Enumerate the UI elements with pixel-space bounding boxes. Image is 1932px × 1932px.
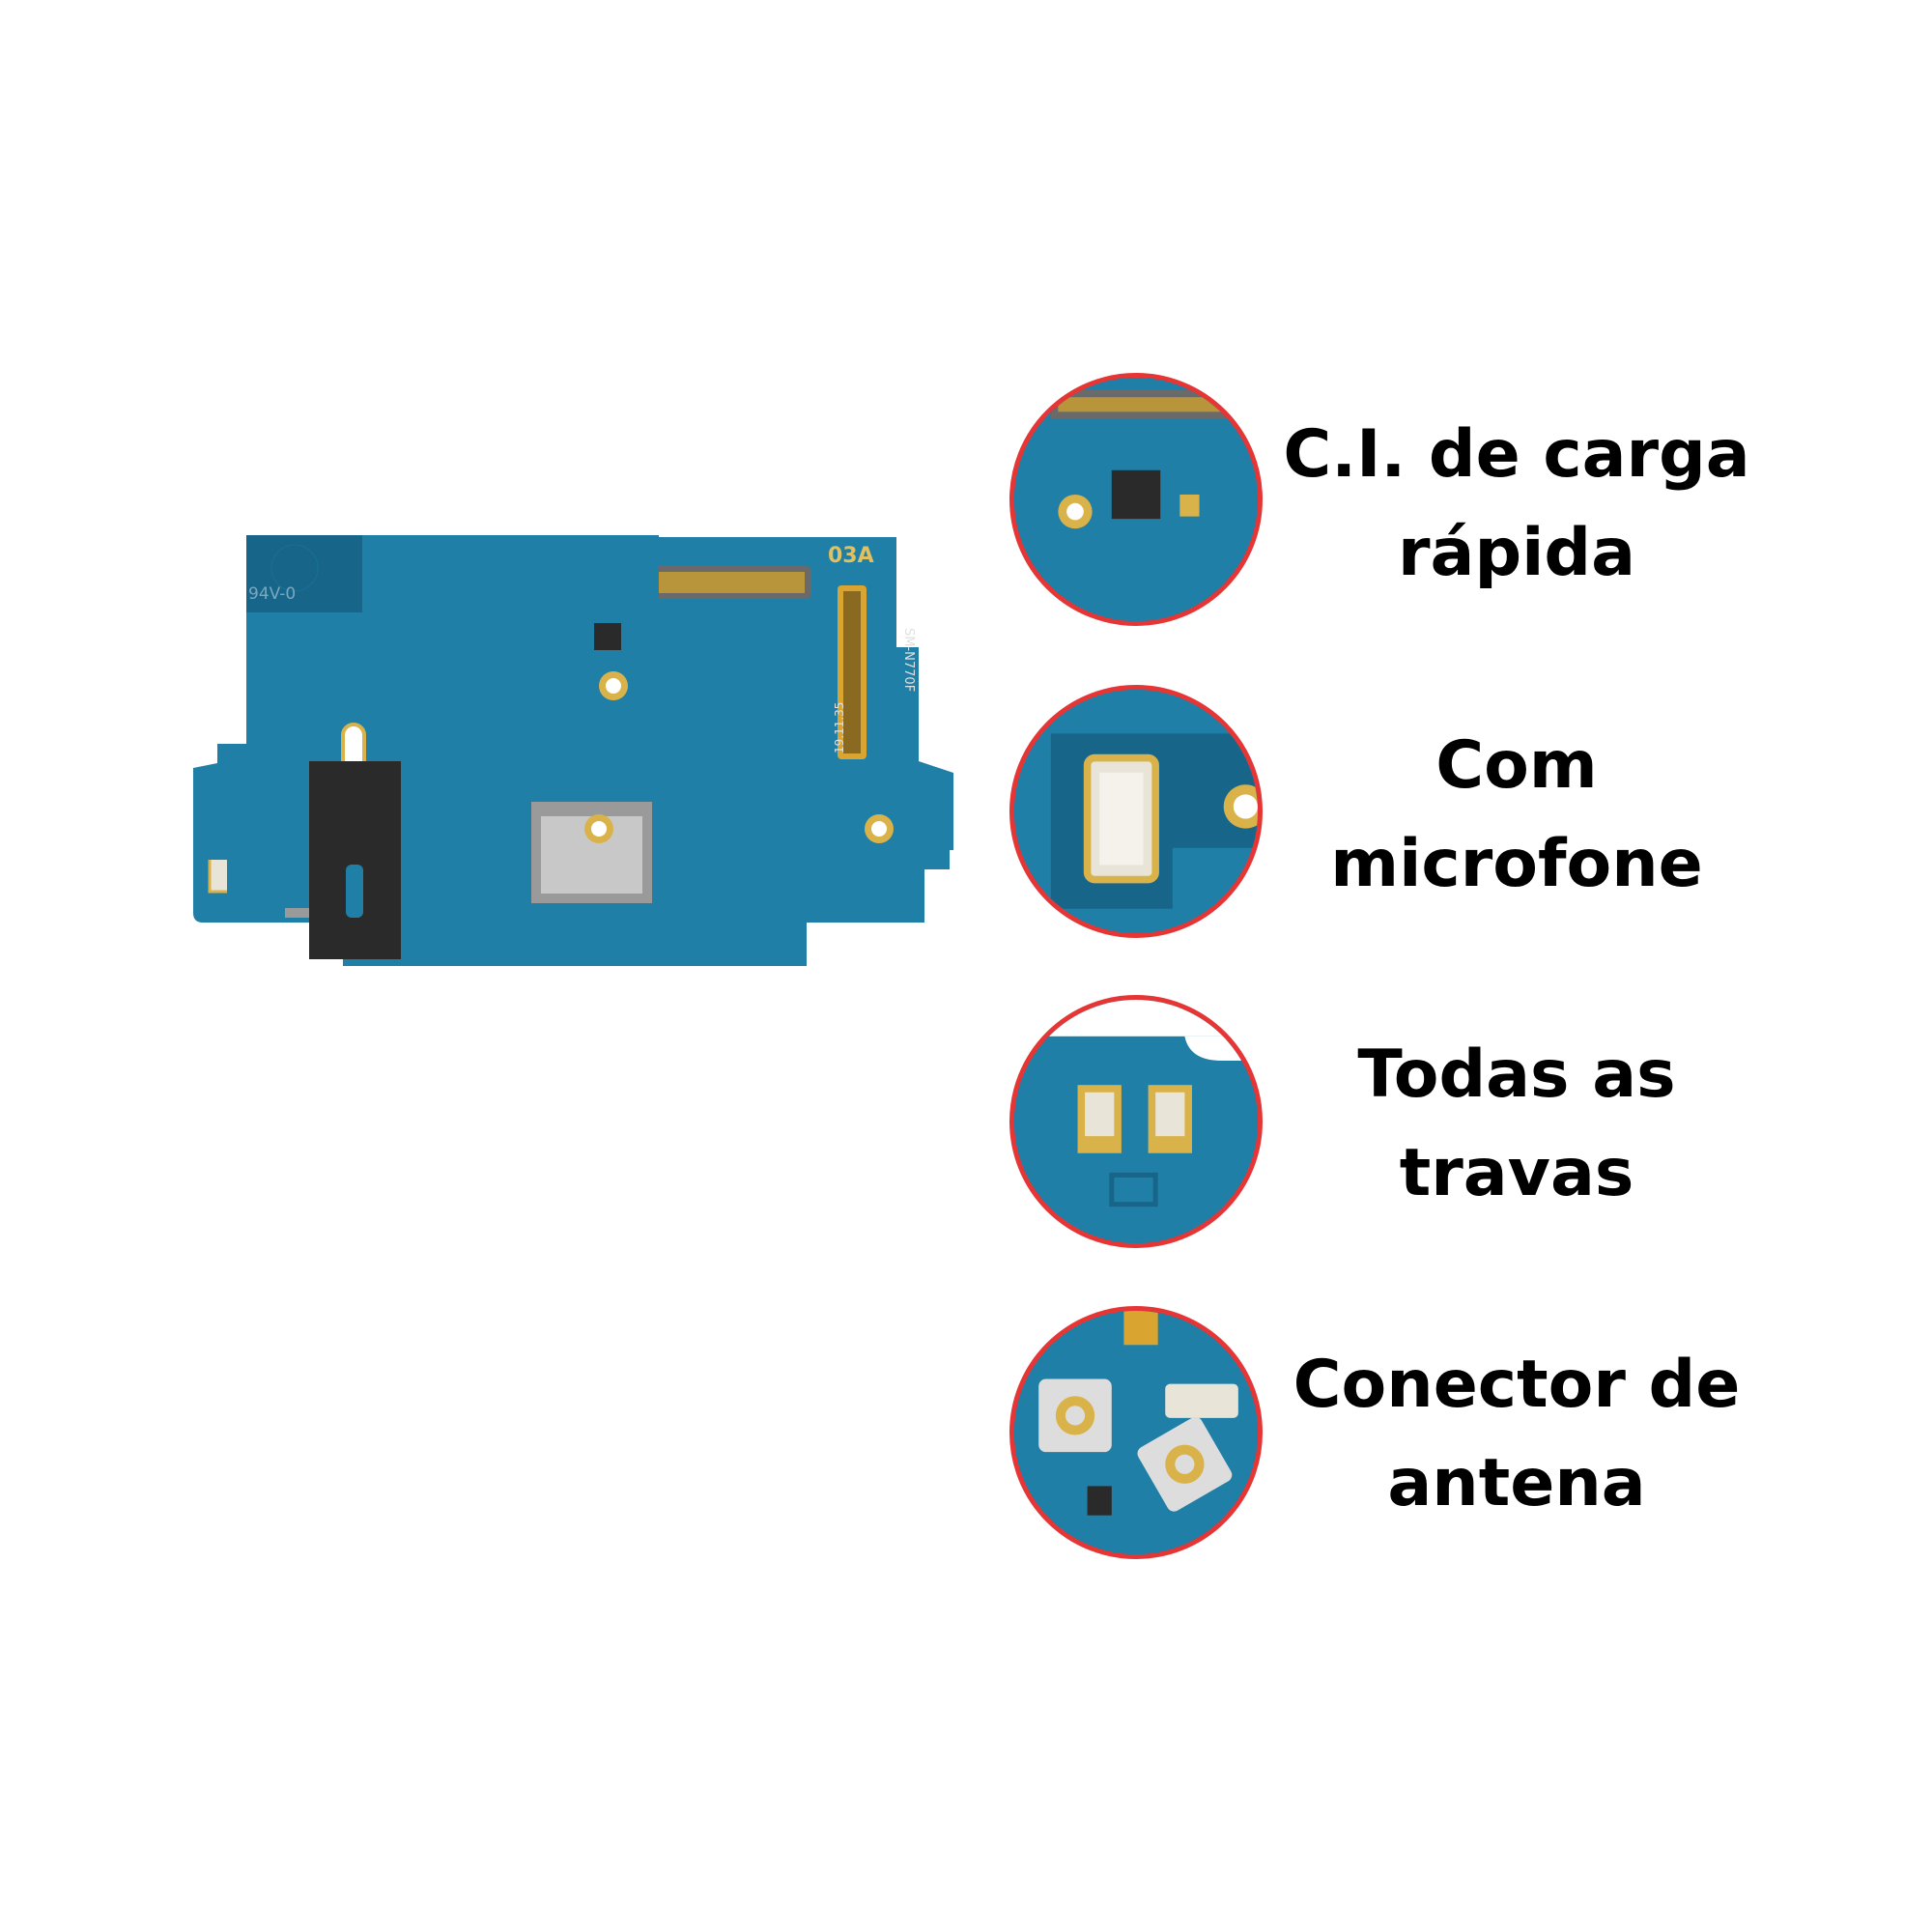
feature-label-latches: Todas as travas — [1275, 1026, 1758, 1223]
microphone-icon — [1014, 690, 1258, 933]
board-rating: 94V-0 — [248, 584, 296, 604]
bottom-board: 94V-0 — [193, 535, 950, 966]
feature-text-line: C.I. de carga — [1283, 416, 1750, 493]
chip-icon — [1014, 378, 1258, 621]
feature-text-line: antena — [1387, 1445, 1646, 1521]
charging-board-photo: 03A SM-N770F 19.11.35 94V-0 — [188, 531, 980, 1401]
latches-closeup — [1009, 995, 1263, 1248]
feature-text-line: Todas as — [1357, 1037, 1676, 1113]
board-code-03a: 03A — [828, 544, 874, 568]
feature-text-line: travas — [1399, 1135, 1634, 1211]
charging-ic-closeup — [1009, 373, 1263, 626]
latch-icon — [1014, 1000, 1258, 1243]
feature-label-antenna: Conector de antena — [1275, 1336, 1758, 1533]
board-date: 19.11.35 — [833, 702, 846, 753]
microphone-closeup — [1009, 685, 1263, 938]
feature-label-charging-ic: C.I. de carga rápida — [1275, 406, 1758, 603]
antenna-connector-icon — [1014, 1311, 1258, 1554]
feature-text-line: microfone — [1330, 826, 1703, 902]
pcb-illustration: 03A SM-N770F 19.11.35 94V-0 — [193, 535, 953, 966]
feature-text-line: Com — [1435, 727, 1598, 804]
feature-label-microphone: Com microfone — [1275, 717, 1758, 914]
board-model: SM-N770F — [901, 628, 916, 692]
feature-text-line: Conector de — [1293, 1347, 1741, 1423]
antenna-connector-closeup — [1009, 1306, 1263, 1559]
feature-text-line: rápida — [1398, 515, 1635, 591]
